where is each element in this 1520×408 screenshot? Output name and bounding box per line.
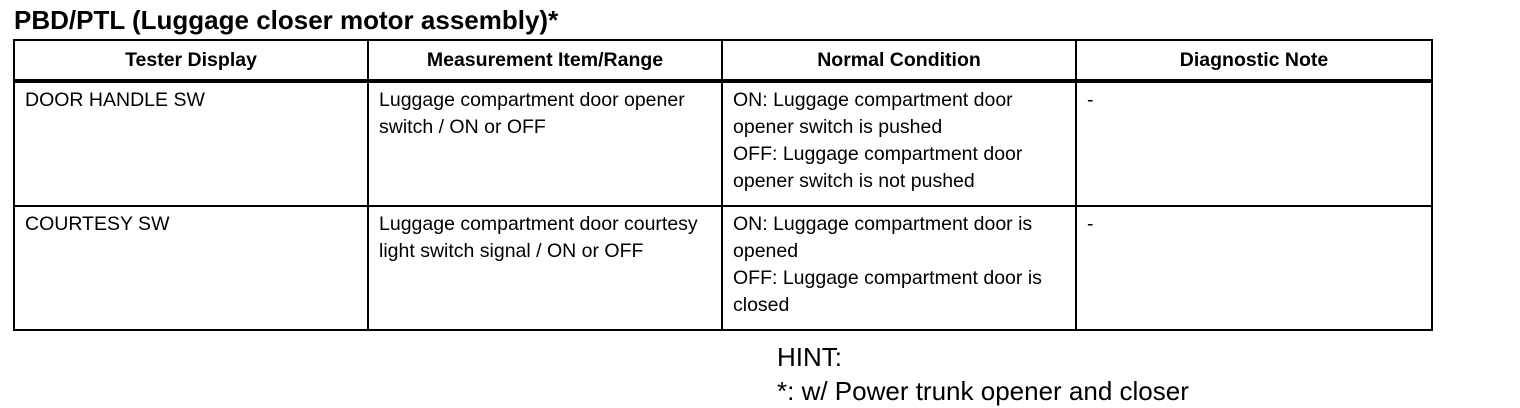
table-header-row: Tester Display Measurement Item/Range No…: [13, 39, 1433, 83]
page-title: PBD/PTL (Luggage closer motor assembly)*: [14, 5, 559, 35]
header-measurement-item-range: Measurement Item/Range: [367, 39, 723, 83]
hint-text: *: w/ Power trunk opener and closer: [777, 376, 1189, 406]
table-row: DOOR HANDLE SW Luggage compartment door …: [13, 80, 1433, 207]
cell-tester-display: DOOR HANDLE SW: [13, 80, 369, 207]
hint-label: HINT:: [777, 342, 842, 372]
normal-off-text: OFF: Luggage compartment door opener swi…: [733, 143, 1023, 192]
cell-diagnostic-note: -: [1075, 205, 1433, 331]
header-diagnostic-note: Diagnostic Note: [1075, 39, 1433, 83]
cell-normal-condition: ON: Luggage compartment door is opened O…: [721, 205, 1077, 331]
normal-on-text: ON: Luggage compartment door is opened: [733, 213, 1033, 262]
table-row: COURTESY SW Luggage compartment door cou…: [13, 205, 1433, 331]
normal-on-text: ON: Luggage compartment door opener swit…: [733, 89, 1013, 138]
data-list-table: Tester Display Measurement Item/Range No…: [13, 39, 1433, 331]
cell-normal-condition: ON: Luggage compartment door opener swit…: [721, 80, 1077, 207]
header-tester-display: Tester Display: [13, 39, 369, 83]
header-normal-condition: Normal Condition: [721, 39, 1077, 83]
normal-off-text: OFF: Luggage compartment door is closed: [733, 267, 1042, 316]
cell-tester-display: COURTESY SW: [13, 205, 369, 331]
hint-block: HINT: *: w/ Power trunk opener and close…: [777, 340, 1189, 408]
cell-diagnostic-note: -: [1075, 80, 1433, 207]
cell-measurement: Luggage compartment door courtesy light …: [367, 205, 723, 331]
cell-measurement: Luggage compartment door opener switch /…: [367, 80, 723, 207]
